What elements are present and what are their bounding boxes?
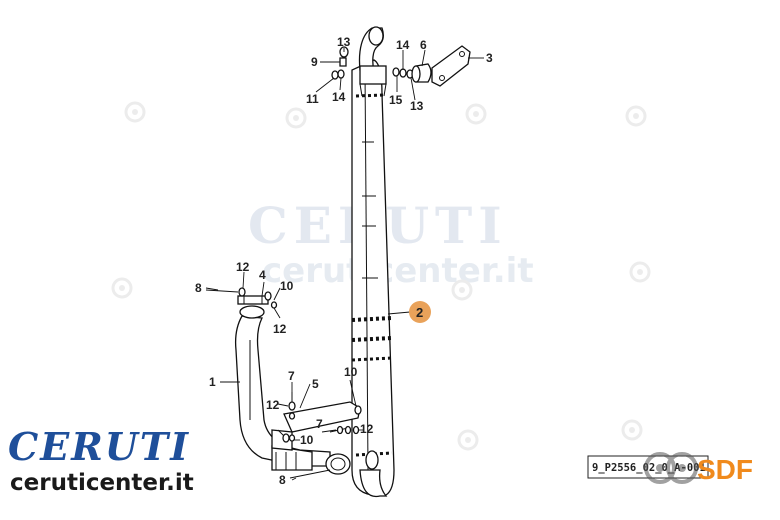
callout-1: 1 bbox=[209, 375, 216, 389]
reference-code: 9_P2556_02_0_A-001 bbox=[592, 462, 706, 474]
logo-name: CERUTI bbox=[8, 424, 190, 469]
callout-8-top: 8 bbox=[195, 281, 202, 295]
callout-12-lower: 12 bbox=[266, 398, 280, 412]
callout-2-badge: 2 bbox=[409, 301, 431, 323]
callout-8-bottom: 8 bbox=[279, 473, 286, 487]
logo-url: ceruticenter.it bbox=[10, 470, 194, 496]
callout-2: 2 bbox=[416, 305, 423, 320]
callout-7-top: 7 bbox=[288, 369, 295, 383]
support-bracket bbox=[271, 392, 379, 479]
ceruti-logo: CERUTI ceruticenter.it bbox=[8, 424, 194, 496]
lower-bent-pipe bbox=[205, 287, 331, 471]
callout-5: 5 bbox=[312, 377, 319, 391]
callout-3: 3 bbox=[486, 51, 493, 65]
sdf-logo: SDF bbox=[644, 452, 753, 485]
leader-lines bbox=[205, 48, 484, 481]
callout-12-top: 12 bbox=[236, 260, 250, 274]
callout-13-right: 13 bbox=[410, 99, 424, 113]
part-callouts: 13 9 11 14 14 6 3 15 13 2 12 4 8 10 12 1… bbox=[195, 35, 493, 487]
callout-13-top: 13 bbox=[337, 35, 351, 49]
callout-10-top: 10 bbox=[280, 279, 294, 293]
sdf-brand: SDF bbox=[697, 454, 753, 485]
callout-11: 11 bbox=[306, 92, 319, 106]
callout-10-right: 10 bbox=[344, 365, 358, 379]
callout-10-lower: 10 bbox=[300, 433, 314, 447]
callout-14-right: 14 bbox=[396, 38, 410, 52]
callout-6: 6 bbox=[420, 38, 427, 52]
callout-4: 4 bbox=[259, 268, 266, 282]
callout-12-mid: 12 bbox=[273, 322, 287, 336]
top-hardware bbox=[320, 45, 471, 87]
exhaust-pipe-vertical bbox=[351, 26, 395, 498]
sdf-watermark-icon bbox=[111, 101, 651, 451]
callout-15: 15 bbox=[389, 93, 403, 107]
callout-9: 9 bbox=[311, 55, 318, 69]
watermark-url: ceruticenter.it bbox=[262, 251, 534, 291]
callout-7-lower: 7 bbox=[316, 417, 323, 431]
sdf-logo-icon bbox=[644, 452, 698, 484]
callout-12-right: 12 bbox=[360, 422, 374, 436]
callout-14-left: 14 bbox=[332, 90, 346, 104]
